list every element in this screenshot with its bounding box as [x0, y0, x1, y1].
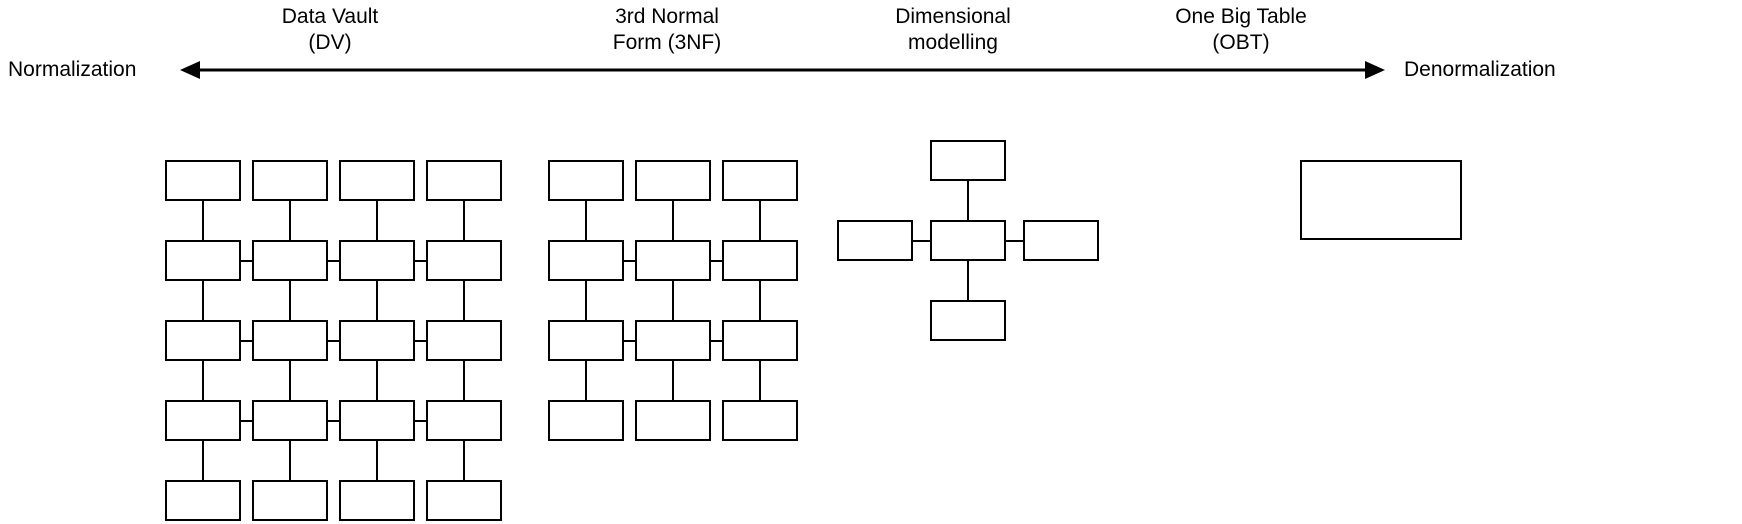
entity-box — [426, 480, 502, 521]
axis-label-denormalization: Denormalization — [1404, 58, 1556, 81]
connector-vertical — [376, 281, 378, 320]
entity-box — [426, 240, 502, 281]
connector-horizontal — [241, 339, 252, 342]
connector-vertical — [759, 201, 761, 240]
stage-label-data-vault: Data Vault (DV) — [281, 5, 379, 55]
entity-box — [548, 400, 624, 441]
connector-vertical — [463, 201, 465, 240]
connector-horizontal — [328, 419, 339, 422]
entity-box — [426, 400, 502, 441]
stage-label-third-normal-form: 3rd Normal Form (3NF) — [612, 5, 722, 55]
connector-vertical — [289, 281, 291, 320]
entity-box — [252, 480, 328, 521]
stage-label-dimensional-modelling: Dimensional modelling — [895, 5, 1011, 55]
connector-horizontal — [328, 339, 339, 342]
connector-horizontal — [711, 339, 722, 342]
connector-horizontal — [711, 259, 722, 262]
connector-horizontal — [415, 419, 426, 422]
connector-vertical — [759, 361, 761, 400]
stage-label-one-big-table: One Big Table (OBT) — [1175, 5, 1307, 55]
connector-vertical — [202, 201, 204, 240]
connector-vertical — [672, 281, 674, 320]
connector-vertical — [672, 361, 674, 400]
entity-box — [426, 320, 502, 361]
connector-vertical — [289, 201, 291, 240]
connector-vertical — [463, 361, 465, 400]
connector-vertical — [289, 361, 291, 400]
axis-label-normalization: Normalization — [8, 58, 137, 81]
entity-box — [165, 400, 241, 441]
fact-table-box — [930, 220, 1006, 261]
entity-box — [252, 240, 328, 281]
entity-box — [548, 160, 624, 201]
connector-horizontal — [415, 259, 426, 262]
connector-horizontal — [415, 339, 426, 342]
entity-box — [165, 160, 241, 201]
entity-box — [252, 320, 328, 361]
connector-horizontal — [241, 419, 252, 422]
entity-box — [722, 320, 798, 361]
entity-box — [339, 400, 415, 441]
dimension-box-top — [930, 140, 1006, 181]
entity-box — [548, 320, 624, 361]
entity-box — [426, 160, 502, 201]
entity-box — [635, 160, 711, 201]
entity-box — [165, 480, 241, 521]
entity-box — [339, 480, 415, 521]
entity-box — [635, 400, 711, 441]
connector-horizontal — [624, 339, 635, 342]
connector-vertical — [376, 361, 378, 400]
connector-horizontal — [1006, 239, 1023, 242]
entity-box — [548, 240, 624, 281]
dimension-box-left — [837, 220, 913, 261]
entity-box — [339, 240, 415, 281]
entity-box — [722, 400, 798, 441]
connector-horizontal — [241, 259, 252, 262]
connector-vertical — [759, 281, 761, 320]
connector-vertical — [672, 201, 674, 240]
entity-box — [339, 320, 415, 361]
entity-box — [635, 240, 711, 281]
connector-vertical — [463, 441, 465, 480]
connector-vertical — [202, 361, 204, 400]
connector-vertical — [967, 261, 969, 300]
connector-horizontal — [328, 259, 339, 262]
connector-vertical — [967, 181, 969, 220]
connector-vertical — [585, 281, 587, 320]
entity-box — [339, 160, 415, 201]
connector-vertical — [585, 361, 587, 400]
entity-box — [165, 240, 241, 281]
one-big-table-box — [1300, 160, 1462, 240]
connector-vertical — [585, 201, 587, 240]
connector-horizontal — [913, 239, 930, 242]
entity-box — [635, 320, 711, 361]
entity-box — [722, 160, 798, 201]
connector-vertical — [376, 201, 378, 240]
entity-box — [722, 240, 798, 281]
connector-vertical — [202, 441, 204, 480]
entity-box — [252, 400, 328, 441]
connector-vertical — [289, 441, 291, 480]
entity-box — [165, 320, 241, 361]
connector-vertical — [463, 281, 465, 320]
dimension-box-bottom — [930, 300, 1006, 341]
connector-horizontal — [624, 259, 635, 262]
connector-vertical — [376, 441, 378, 480]
entity-box — [252, 160, 328, 201]
dimension-box-right — [1023, 220, 1099, 261]
connector-vertical — [202, 281, 204, 320]
